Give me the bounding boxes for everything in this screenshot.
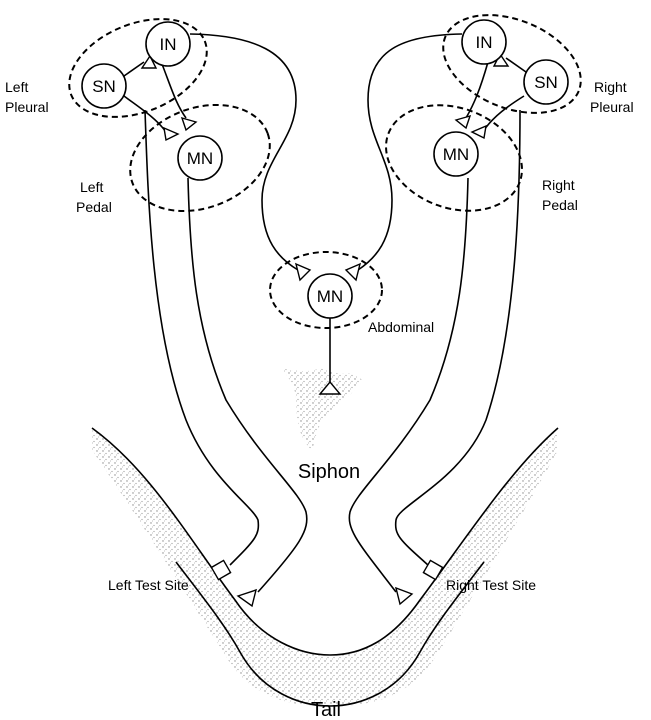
right-mn-axon [348,177,469,593]
right-pedal-label-line2: Pedal [542,197,578,213]
right-mn-neuron: MN [433,131,479,177]
left-in-neuron: IN [145,21,191,67]
right-pedal-label-line1: Right [542,177,575,193]
left-pedal-label-line2: Pedal [76,199,112,215]
right-sn-to-mn-fiber [483,95,525,131]
left-test-site-marker [210,559,232,581]
abdominal-mn-label: MN [317,287,343,306]
right-sn-neuron: SN [523,59,569,105]
siphon-tissue [280,368,362,450]
left-sn-neuron: SN [81,63,127,109]
left-in-label: IN [160,35,177,54]
right-tail-synapse [394,586,414,606]
right-in-to-abdominal-fiber [357,33,463,271]
left-in-to-abdominal-fiber [189,33,299,271]
left-pleural-label-line2: Pleural [5,99,49,115]
siphon-synapse [318,380,342,395]
left-sn-to-in-fiber [123,61,145,77]
left-mn-neuron: MN [177,135,223,181]
left-in-mn-synapse [180,116,198,132]
abdominal-ganglion [269,251,383,329]
right-test-site-marker [422,559,444,581]
left-sn-to-mn-fiber [123,95,167,133]
tail-tissue [92,428,558,706]
abdominal-label: Abdominal [368,319,434,335]
tail-outer-edge [175,561,485,707]
left-sn-axon [144,109,260,566]
left-test-site-label: Left Test Site [108,577,189,593]
abdominal-mn-neuron: MN [307,273,353,319]
right-sn-mn-synapse [470,124,487,140]
left-sn-in-synapse [140,54,158,69]
tail-label: Tail [311,699,341,720]
left-mn-axon [187,177,308,593]
left-pleural-label-line1: Left [5,79,28,95]
left-pleural-ganglion [68,18,208,118]
left-sn-label: SN [92,77,116,96]
right-in-label: IN [476,33,493,52]
left-pedal-ganglion [129,103,271,213]
right-pleural-label-line1: Right [594,79,627,95]
right-sn-to-in-fiber [505,57,527,73]
abdominal-left-synapse [294,262,312,282]
left-pedal-label-line1: Left [80,179,103,195]
right-pleural-label-line2: Pleural [590,99,634,115]
left-mn-label: MN [187,149,213,168]
right-test-site-label: Right Test Site [446,577,536,593]
right-sn-label: SN [534,73,558,92]
left-tail-synapse [236,588,257,608]
right-in-mn-synapse [454,114,472,130]
right-sn-axon [394,109,521,566]
tail-inner-edge [91,427,559,656]
right-pleural-ganglion [442,14,582,114]
left-sn-mn-synapse [163,126,180,142]
right-mn-label: MN [443,145,469,164]
right-in-neuron: IN [461,19,507,65]
abdominal-right-synapse [344,262,362,282]
left-in-to-mn-fiber [161,63,187,119]
siphon-label: Siphon [298,461,360,483]
